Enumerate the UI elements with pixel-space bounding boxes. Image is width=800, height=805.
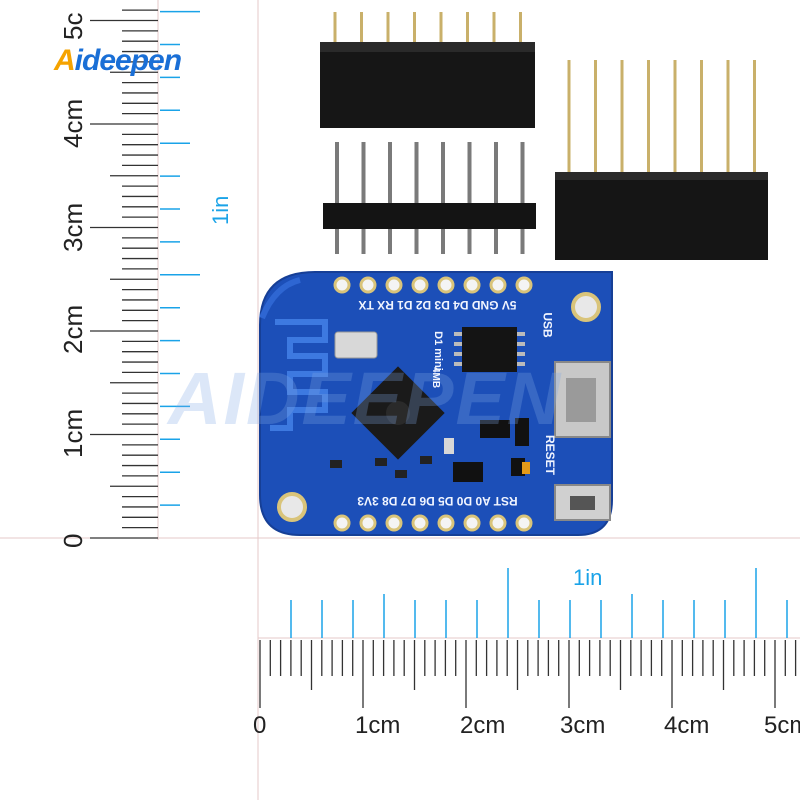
pcb-pad [359,514,377,532]
header-pin [620,60,624,174]
header-pin [466,12,469,44]
bottom-ruler-label-4: 4cm [664,712,710,739]
pcb-pad [437,514,455,532]
antenna-trace [270,319,328,431]
pcb-reset-label: RESET [543,434,558,476]
header-pin [647,60,650,174]
bottom-ruler-ticks [259,640,797,708]
left-ruler-inch-label: 1in [208,195,233,225]
pcb-pad [411,514,429,532]
pcb-pad [385,514,403,532]
pcb-pad [489,276,507,294]
left-ruler-ticks [90,9,158,539]
chip-leg [517,352,525,356]
bottom-ruler-label-3: 3cm [560,712,606,739]
pcb-pad [437,276,455,294]
bottom-ruler-label-2: 2cm [460,712,506,739]
header-pin [413,12,416,44]
pcb-board [259,271,613,536]
pcb-pad [463,514,481,532]
brand-logo-first-letter: A [54,44,76,77]
header-pin [519,12,522,44]
bottom-ruler-inch-label: 1in [573,565,603,590]
left-ruler-label-5: 5c [58,12,88,40]
female-header-top [320,12,535,128]
header-pin [414,142,419,254]
pcb-memory-label: 4MB [430,366,442,389]
header-pin [388,142,392,254]
header-pin [594,60,597,174]
pcb-pad [463,276,481,294]
pcb-pad [359,276,377,294]
header-pin [726,60,730,174]
left-ruler-inch-ticks [160,10,200,506]
left-ruler-label-1: 1cm [58,408,88,458]
chip-leg [454,342,462,346]
brand-logo-rest: ideepen [74,44,182,77]
pcb-pad [411,276,429,294]
bottom-ruler-inch-ticks [290,568,788,638]
bottom-ruler-label-1: 1cm [355,712,401,739]
header-pin [360,12,363,44]
header-pin [439,12,443,44]
pcb-pad [515,514,533,532]
left-ruler-label-3: 3cm [58,202,88,252]
chip-leg [454,362,462,366]
header-pin [335,142,339,254]
brand-logo: Aideepen [54,44,182,78]
left-ruler-label-4: 4cm [58,98,88,148]
stacking-header [555,60,768,260]
header-pin [361,142,366,254]
header-pin [333,12,337,44]
header-pin [492,12,496,44]
chip-leg [517,342,525,346]
header-pin [467,142,472,254]
bottom-ruler-label-0: 0 [253,712,267,739]
header-pin [441,142,445,254]
header-pin [753,60,756,174]
chip-leg [454,352,462,356]
pcb-pad [333,514,351,532]
header-pin [700,60,703,174]
chip-leg [454,332,462,336]
pcb-bottom-pin-labels: RST A0 D0 D5 D6 D7 D8 3V3 [357,494,518,508]
watermark-text: AIDEEPEN [168,357,563,440]
pcb-pad [385,276,403,294]
pcb-usb-label: USB [540,312,555,338]
pcb-pad [333,276,351,294]
header-pin [673,60,677,174]
chip-leg [517,332,525,336]
pcb-top-pin-labels: 5V GND D4 D3 D2 D1 RX TX [358,298,517,312]
pcb-pad [489,514,507,532]
left-ruler-label-0: 0 [58,533,88,548]
left-ruler-label-2: 2cm [58,304,88,354]
male-header [323,142,536,254]
header-pin [520,142,525,254]
pcb-chip-label: D1 mini [431,331,444,371]
bottom-ruler-label-5: 5cm [764,712,800,739]
header-pin [494,142,498,254]
header-pin [567,60,571,174]
header-pin [386,12,390,44]
chip-leg [517,362,525,366]
pcb-pad [515,276,533,294]
